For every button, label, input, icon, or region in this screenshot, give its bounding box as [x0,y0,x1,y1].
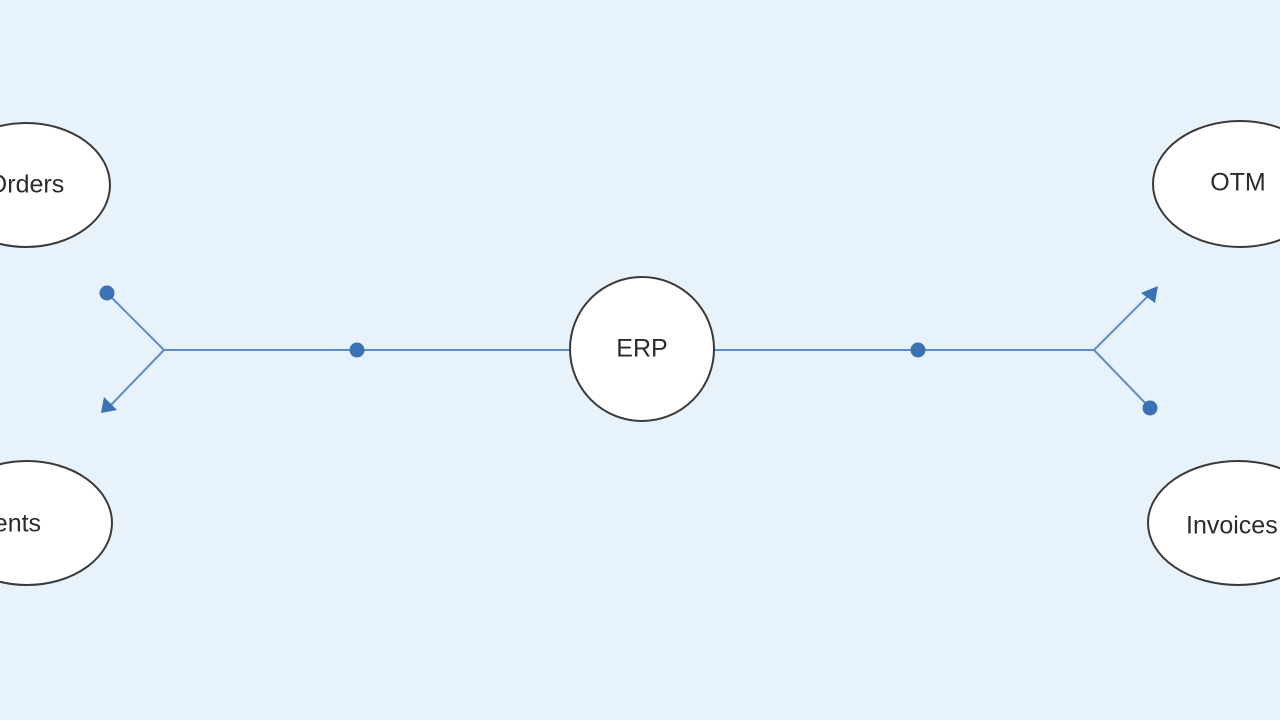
node-invoices-shape [1147,460,1280,586]
arrowhead-shipments [101,397,117,413]
node-orders[interactable]: Orders [0,122,111,248]
connector-branch-otm [1093,291,1153,351]
node-otm[interactable]: OTM [1152,120,1280,248]
connector-branch-orders [106,292,165,351]
node-erp-label: ERP [616,335,667,363]
node-shipments-shape [0,460,113,586]
node-shipments-label: Shipments [0,510,41,538]
connector-branch-shipments [108,349,165,408]
node-otm-shape [1152,120,1280,248]
connector-left [99,285,570,413]
node-otm-label: OTM [1210,169,1266,197]
node-invoices-label: Invoices [1186,512,1278,540]
connector-branch-invoices [1093,349,1151,409]
connector-dot-right-mid [910,342,926,358]
node-orders-label: Orders [0,171,64,199]
node-orders-shape [0,122,111,248]
connector-dot-orders [99,285,115,301]
connector-dot-invoices [1142,400,1158,416]
connector-dot-left-mid [349,342,365,358]
node-erp[interactable]: ERP [569,276,715,422]
node-invoices[interactable]: Invoices [1147,460,1280,586]
connector-right [714,286,1158,416]
arrowhead-otm [1141,286,1158,303]
node-shipments[interactable]: Shipments [0,460,113,586]
node-erp-shape [569,276,715,422]
